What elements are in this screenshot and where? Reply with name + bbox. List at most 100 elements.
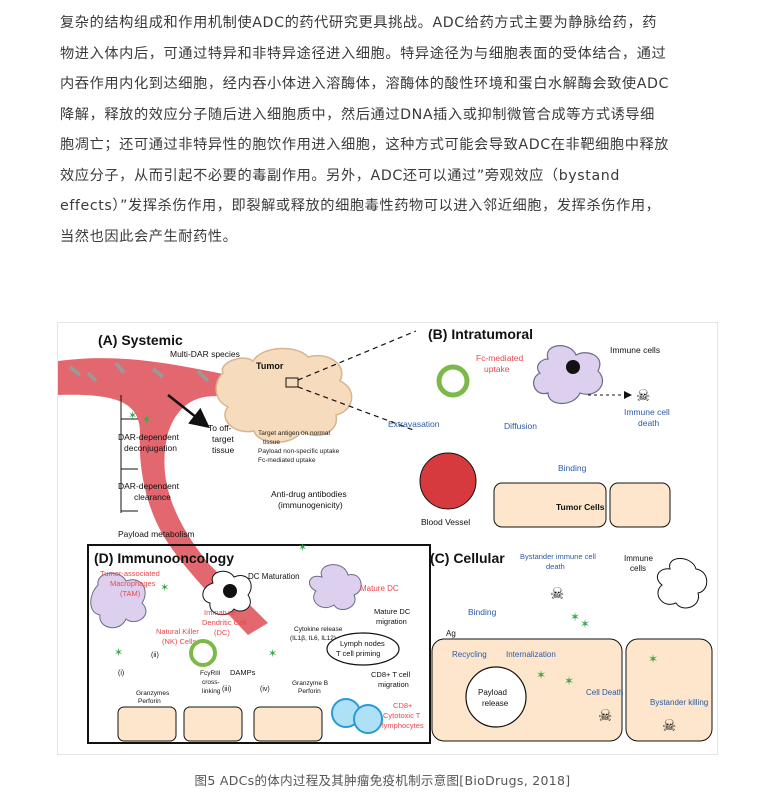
fc-uptake-2: uptake [484,364,510,374]
panel-a-title: (A) Systemic [98,332,183,348]
tumor-cells-label: Tumor Cells [556,502,605,512]
r2-label: (ii) [151,652,159,659]
mature-dc-label: Mature DC [360,584,399,593]
cyto-label-1: Cytokine release [294,626,343,633]
bystander-death-1: Bystander immune cell [520,552,596,561]
bullet-1a: Target antigen on normal [258,430,330,437]
bullet-1b: tissue [263,439,280,446]
payload-label-1: Payload [478,688,507,697]
lysosome [465,666,527,728]
bystander-killing-label: Bystander killing [650,698,708,707]
blood-vessel-label: Blood Vessel [421,517,470,527]
r3-label: (iii) [222,686,231,693]
dar-clear-label-2: clearance [134,492,171,502]
svg-text:✶: ✶ [564,674,574,688]
dc-nucleus [223,584,237,598]
bullet-3: Fc-mediated uptake [258,457,316,464]
tam-label-1: Tumor-associated [100,569,160,578]
imm-dc-3: (DC) [214,628,230,637]
recycling-label: Recycling [452,650,487,659]
d-tumor-cell-2 [183,706,243,742]
svg-text:✶: ✶ [536,668,546,682]
skull-icon: ☠ [550,586,564,603]
immune-cell-nucleus [566,360,580,374]
tumor-cell-1 [493,482,607,528]
para-line: effects）”发挥杀伤作用，即裂解或释放的细胞毒性药物可以进入邻近细胞，发挥… [60,198,661,214]
cd8mig-2: migration [378,680,409,689]
off-target-arrow [167,394,210,429]
zoom-line-b2 [297,386,417,432]
fcr-label-1: FcγRIII [200,670,221,677]
imm-dc-2: Dendritic Cell [202,618,247,627]
svg-text:✶: ✶ [142,414,151,426]
immune-cells-label: Immune cells [610,345,660,355]
cd8-label-1: CD8+ [393,701,413,710]
gz-label-1: Granzymes [136,690,170,697]
svg-text:✶: ✶ [128,410,137,422]
panel-c-title: (C) Cellular [430,550,505,566]
lymph-label-2: T cell priming [336,649,380,658]
nk-label-1: Natural Killer [156,627,199,636]
adc-symbols [68,361,210,383]
para-line: 效应分子，从而引起不必要的毒副作用。另外，ADC还可以通过”旁观效应（bysta… [60,167,620,184]
tam-cell [90,572,147,629]
mature-mig-1: Mature DC [374,607,411,616]
panel-b-title: (B) Intratumoral [428,326,533,342]
dar-deconj-label-1: DAR-dependent [118,432,180,442]
panel-b: (B) Intratumoral Fc-mediated uptake Immu… [388,326,671,528]
svg-text:✶: ✶ [580,617,590,631]
immune-label-2: cells [630,564,646,573]
diffusion-label: Diffusion [504,421,537,431]
figure-svg: (A) Systemic Multi-DAR species Tumor DAR… [58,326,713,744]
ag-label: Ag [446,629,456,638]
binding-label-c: Binding [468,607,497,617]
mature-dc-cell [308,564,362,610]
para-line: 胞凋亡；还可通过非特异性的胞饮作用进入细胞，这种方式可能会导致ADC在非靶细胞中… [60,137,670,153]
zoom-box [285,377,299,388]
para-line: 当然也因此会产生耐药性。 [60,228,238,245]
lymph-node-shape [326,632,400,666]
extravasation-label: Extravasation [388,419,440,429]
tumor-cell-2 [609,482,671,528]
death-label-2: death [638,418,660,428]
fc-uptake-1: Fc-mediated [476,353,524,363]
panel-c: (C) Cellular Bystander immune cell death… [430,550,713,742]
cd8-cell-2 [353,704,383,734]
ada-label-2: (immunogenicity) [278,500,343,510]
payload-metab-label: Payload metabolism [118,529,195,539]
tam-label-2: Macrophages [110,579,156,588]
skull-icon: ☠ [636,388,650,405]
payload-stars: ✶ ✶ ✶ ✶ ✶ ✶ ✶ ✶ ✶ ✶ ✶ [114,410,658,688]
svg-text:✶: ✶ [648,652,658,666]
payload-label-2: release [482,699,509,708]
c-tumor-cell-2 [625,638,713,742]
para-line: 内吞作用内化到达细胞，经内吞小体进入溶酶体，溶酶体的酸性环境和蛋白水解酶会致使A… [60,76,670,92]
r1-label: (i) [118,670,124,677]
off-target-3: tissue [212,445,234,455]
tumor-shape [215,347,353,443]
nk-label-2: (NK) Cells [162,637,196,646]
fcr-label-3: linking [202,688,221,695]
dc-maturation-label: DC Maturation [248,572,300,581]
bullet-2: Payload non-specific uptake [258,448,340,455]
panel-d: (D) Immunooncology Tumor-associated Macr… [87,544,431,744]
off-target-1: To off- [208,423,232,433]
binding-label-b: Binding [558,463,587,473]
damps-label: DAMPs [230,668,256,677]
lymph-label-1: Lymph nodes [340,639,385,648]
svg-text:✶: ✶ [114,647,123,659]
cd8-label-2: Cytotoxic T [383,711,421,720]
zoom-line-b [297,330,417,381]
para-line: 复杂的结构组成和作用机制使ADC的药代研究更具挑战。ADC给药方式主要为静脉给药… [60,15,658,31]
blood-vessel-shape [58,358,308,635]
tumor-label: Tumor [256,361,284,371]
cyto-label-2: (IL1β, IL6, IL12) [290,635,336,642]
gzb-label-1: Granzyme B [292,680,328,687]
para-line: 降解，释放的效应分子随后进入细胞质中，然后通过DNA插入或抑制微管合成等方式诱导… [60,106,655,123]
death-label-1: Immune cell [624,407,670,417]
figure-caption: 图5 ADCs的体内过程及其肿瘤免疫机制示意图[BioDrugs, 2018] [194,773,571,788]
panel-a: (A) Systemic Multi-DAR species Tumor DAR… [58,330,417,635]
gz-label-2: Perforin [138,698,161,705]
cd8-label-3: lymphocytes [382,721,424,730]
gzb-label-2: Perforin [298,688,321,695]
